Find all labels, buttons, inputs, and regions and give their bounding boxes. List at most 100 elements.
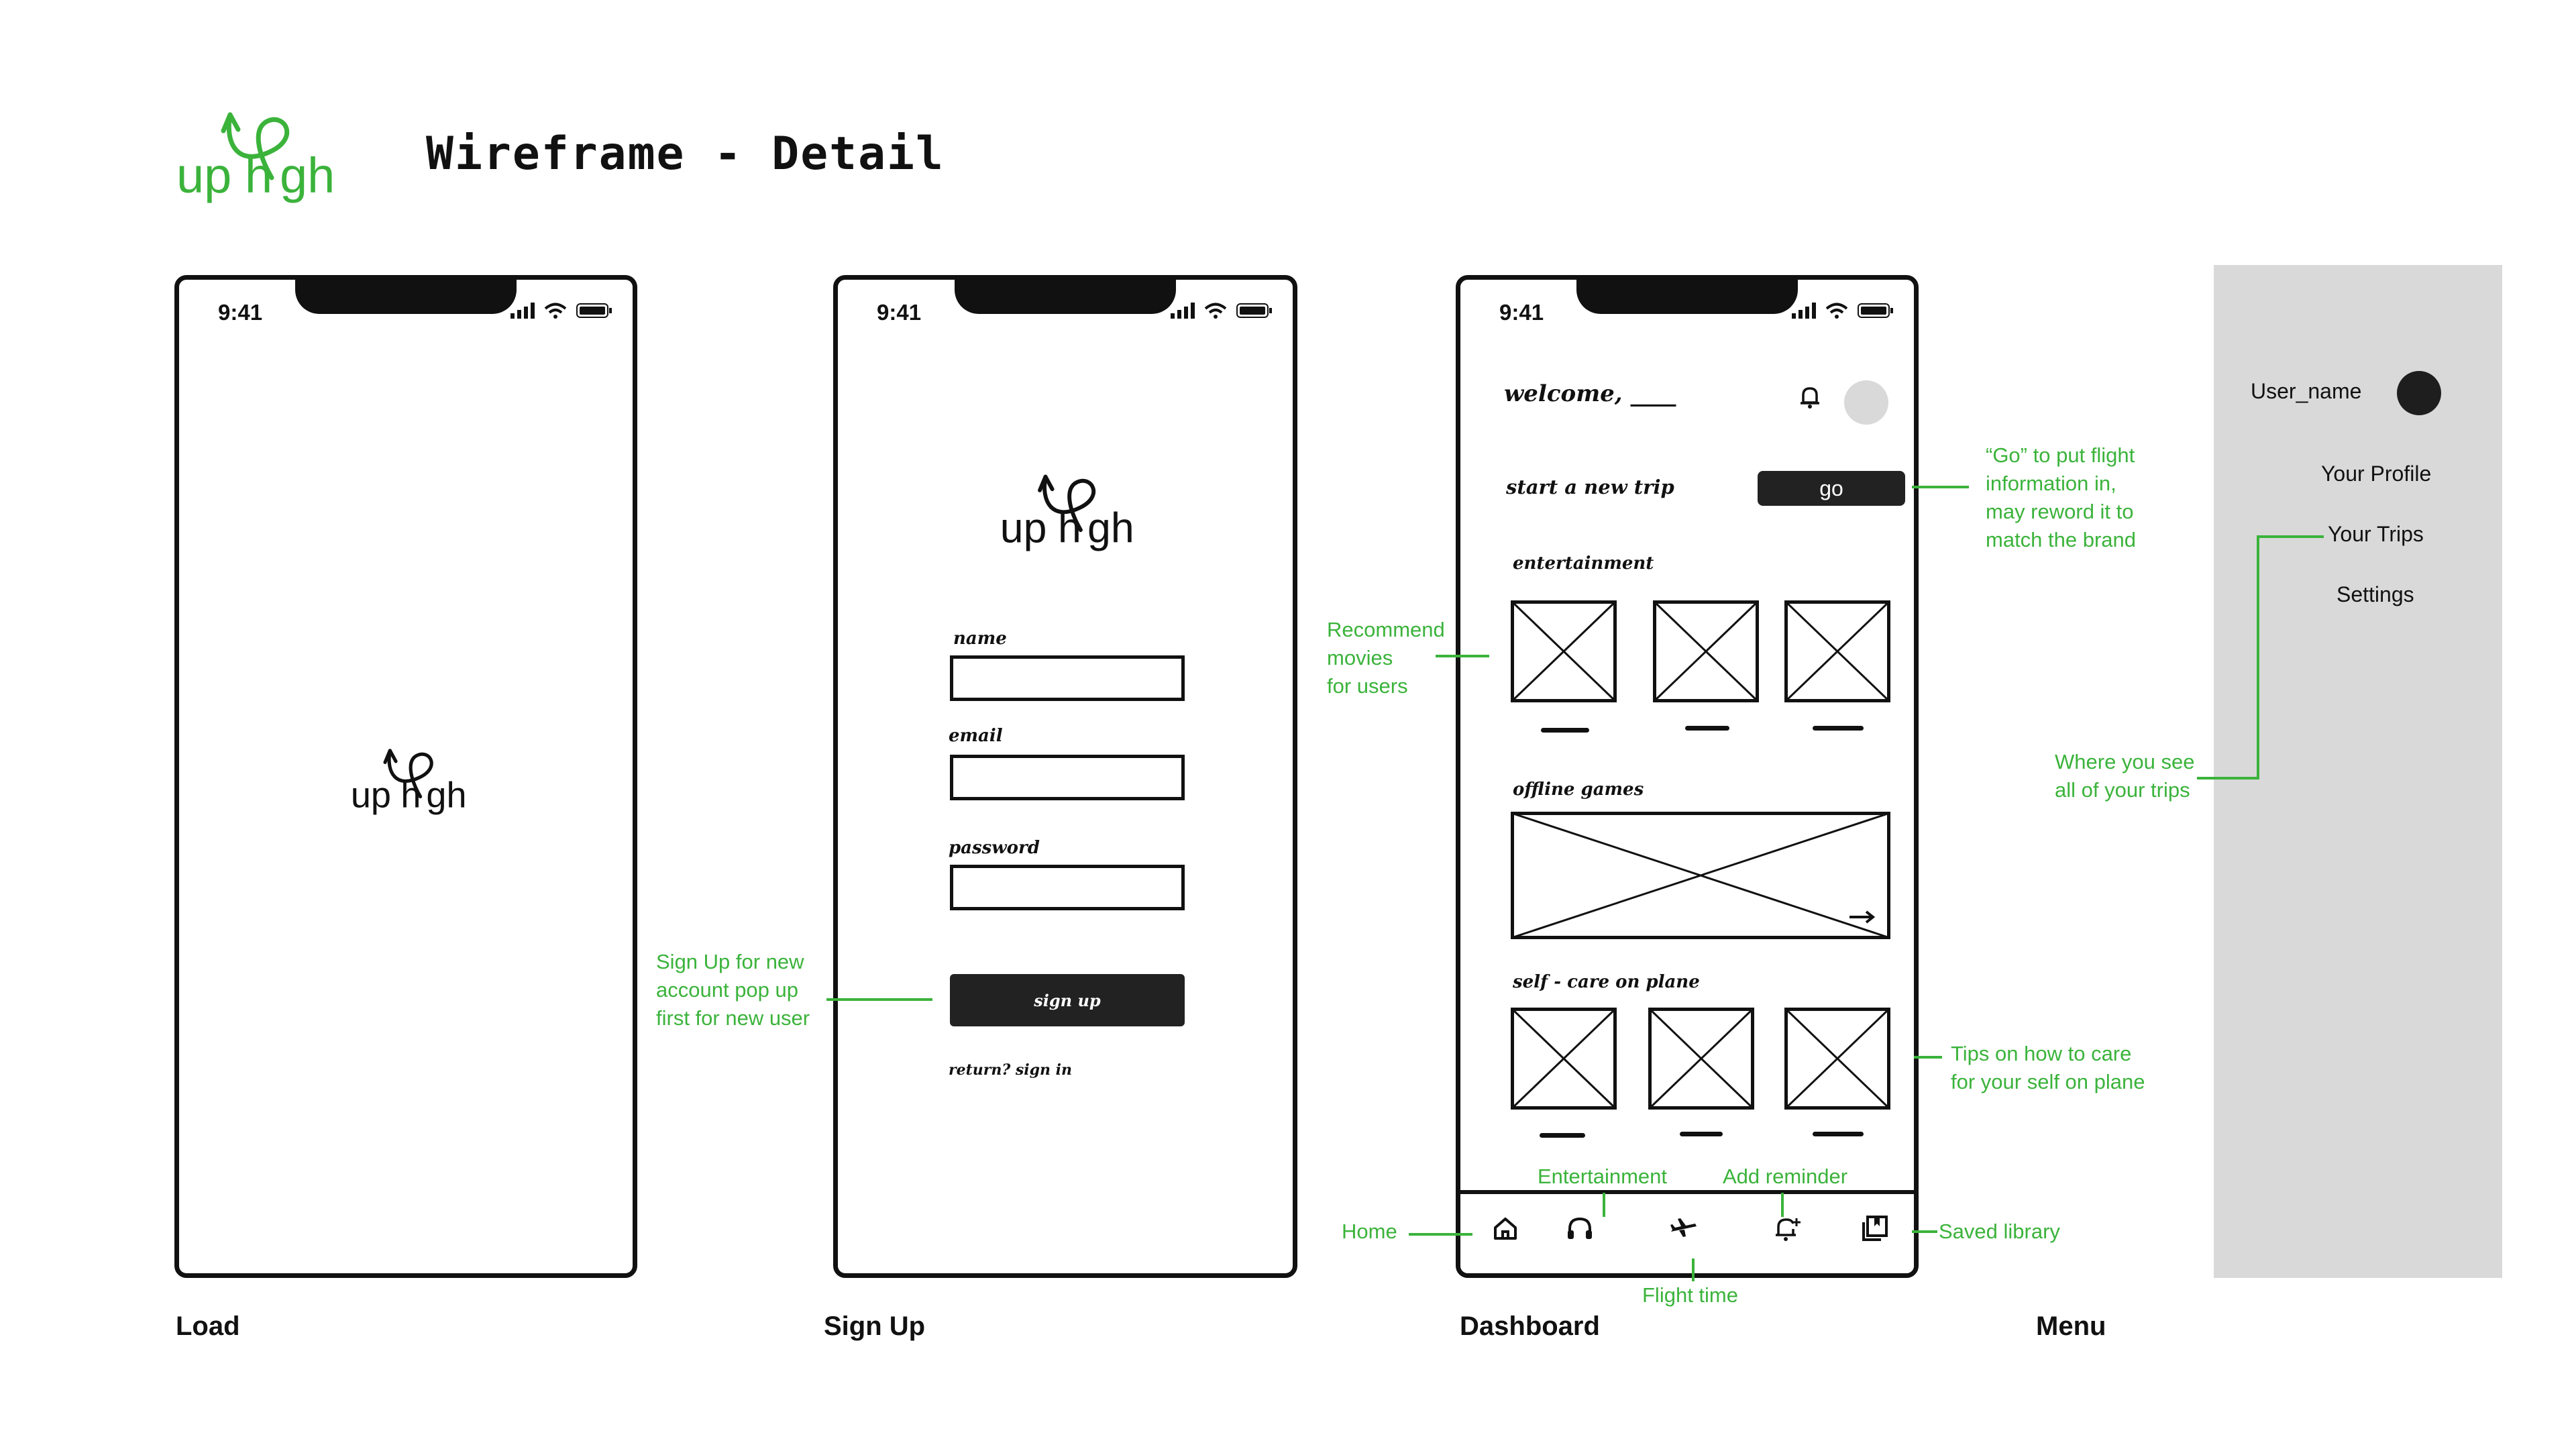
home-annotation: Home: [1342, 1220, 1397, 1243]
start-trip-text: start a new trip: [1506, 476, 1674, 498]
phone-notch: [1576, 280, 1798, 314]
avatar[interactable]: [1844, 380, 1888, 425]
menu-item-settings[interactable]: Settings: [2337, 582, 2414, 606]
signup-logo: up h gh: [996, 468, 1143, 553]
battery-icon: [576, 303, 612, 318]
load-screen-label: Load: [176, 1311, 240, 1341]
status-time: 9:41: [218, 300, 263, 325]
bell-add-icon[interactable]: [1772, 1213, 1803, 1244]
trips-annotation: Where you see all of your trips: [2055, 750, 2195, 802]
svg-text:gh: gh: [1087, 505, 1134, 552]
menu-item-your-trips[interactable]: Your Trips: [2328, 522, 2424, 546]
saved-library-annotation: Saved library: [1939, 1220, 2060, 1243]
signup-annotation: Sign Up for new account pop up first for…: [656, 950, 810, 1030]
svg-text:h: h: [1058, 505, 1081, 552]
menu-user-name: User_name: [2251, 379, 2362, 403]
self-care-thumbnail[interactable]: [1511, 1008, 1617, 1110]
svg-text:gh: gh: [426, 775, 466, 816]
svg-text:h: h: [245, 148, 272, 203]
self-care-caption: [1813, 1132, 1864, 1136]
recommend-annotation-leader: [1436, 655, 1489, 657]
recommend-annotation: Recommend movies for users: [1327, 618, 1445, 698]
flight-time-annotation-leader: [1692, 1258, 1695, 1281]
wifi-icon: [1825, 303, 1848, 319]
svg-text:up: up: [176, 148, 231, 203]
battery-icon: [1858, 303, 1893, 318]
go-button[interactable]: go: [1758, 471, 1905, 506]
signup-phone: 9:41 up h gh name email password sign up…: [833, 275, 1297, 1278]
home-annotation-leader: [1409, 1233, 1472, 1236]
menu-panel: User_name Your Profile Your Trips Settin…: [2214, 265, 2502, 1278]
menu-avatar[interactable]: [2397, 371, 2441, 415]
menu-screen-label: Menu: [2036, 1311, 2106, 1341]
load-phone: 9:41 up h gh: [174, 275, 637, 1278]
self-care-thumbnail[interactable]: [1648, 1008, 1754, 1110]
signal-icon: [511, 303, 535, 319]
movie-caption: [1685, 726, 1729, 731]
status-time: 9:41: [877, 300, 922, 325]
menu-item-your-profile[interactable]: Your Profile: [2321, 462, 2432, 486]
welcome-text: welcome, ____: [1504, 380, 1676, 407]
self-care-caption: [1680, 1132, 1723, 1136]
offline-games-title: offline games: [1513, 780, 1644, 800]
svg-text:up: up: [351, 775, 391, 816]
entertainment-annotation: Entertainment: [1538, 1165, 1667, 1188]
battery-icon: [1236, 303, 1272, 318]
signup-annotation-leader: [826, 998, 932, 1001]
load-logo: up h gh: [347, 743, 474, 816]
entertainment-annotation-leader: [1603, 1193, 1605, 1217]
status-icons: [1171, 303, 1273, 319]
tips-annotation-leader: [1914, 1056, 1942, 1059]
name-field[interactable]: [950, 655, 1185, 701]
notification-bell-icon[interactable]: [1799, 385, 1821, 409]
svg-text:gh: gh: [280, 148, 335, 203]
tips-annotation: Tips on how to care for your self on pla…: [1951, 1042, 2145, 1093]
name-label: name: [953, 629, 1007, 649]
add-reminder-annotation-leader: [1781, 1193, 1784, 1217]
status-time: 9:41: [1499, 300, 1544, 325]
dashboard-phone: 9:41 welcome, ____ start a new trip go e…: [1456, 275, 1919, 1278]
trips-annotation-leader-h1: [2197, 777, 2259, 780]
saved-library-annotation-leader: [1912, 1230, 1937, 1233]
self-care-caption: [1540, 1133, 1585, 1138]
email-label: email: [949, 726, 1003, 746]
movie-caption: [1813, 726, 1864, 731]
offline-games-banner[interactable]: [1511, 812, 1890, 939]
saved-library-icon[interactable]: [1860, 1213, 1890, 1244]
entertainment-title: entertainment: [1513, 553, 1654, 574]
trips-annotation-leader-v: [2257, 535, 2259, 780]
bottom-tab-bar: [1460, 1190, 1914, 1273]
flight-time-annotation: Flight time: [1642, 1283, 1738, 1307]
signal-icon: [1171, 303, 1195, 319]
airplane-icon[interactable]: [1668, 1213, 1699, 1244]
self-care-title: self - care on plane: [1513, 972, 1700, 992]
svg-text:up: up: [1000, 505, 1047, 552]
add-reminder-annotation: Add reminder: [1723, 1165, 1848, 1188]
movie-thumbnail[interactable]: [1653, 600, 1759, 702]
signup-screen-label: Sign Up: [824, 1311, 926, 1341]
phone-notch: [295, 280, 517, 314]
wifi-icon: [544, 303, 567, 319]
go-annotation: “Go” to put flight information in, may r…: [1986, 443, 2137, 551]
wifi-icon: [1204, 303, 1227, 319]
movie-thumbnail[interactable]: [1511, 600, 1617, 702]
sign-in-link[interactable]: return? sign in: [949, 1061, 1073, 1079]
header-logo: up h gh: [171, 104, 345, 205]
page-title: Wireframe - Detail: [426, 127, 945, 180]
status-icons: [511, 303, 612, 319]
phone-notch: [955, 280, 1176, 314]
headphones-icon[interactable]: [1564, 1213, 1595, 1244]
go-annotation-leader: [1912, 486, 1969, 488]
password-field[interactable]: [950, 865, 1185, 910]
status-icons: [1792, 303, 1894, 319]
movie-thumbnail[interactable]: [1784, 600, 1890, 702]
password-label: password: [949, 838, 1040, 858]
email-field[interactable]: [950, 755, 1185, 800]
movie-caption: [1541, 728, 1589, 733]
signal-icon: [1792, 303, 1816, 319]
self-care-thumbnail[interactable]: [1784, 1008, 1890, 1110]
sign-up-button[interactable]: sign up: [950, 974, 1185, 1026]
trips-annotation-leader-h2: [2257, 535, 2324, 538]
dashboard-screen-label: Dashboard: [1460, 1311, 1600, 1341]
home-icon[interactable]: [1490, 1213, 1521, 1244]
